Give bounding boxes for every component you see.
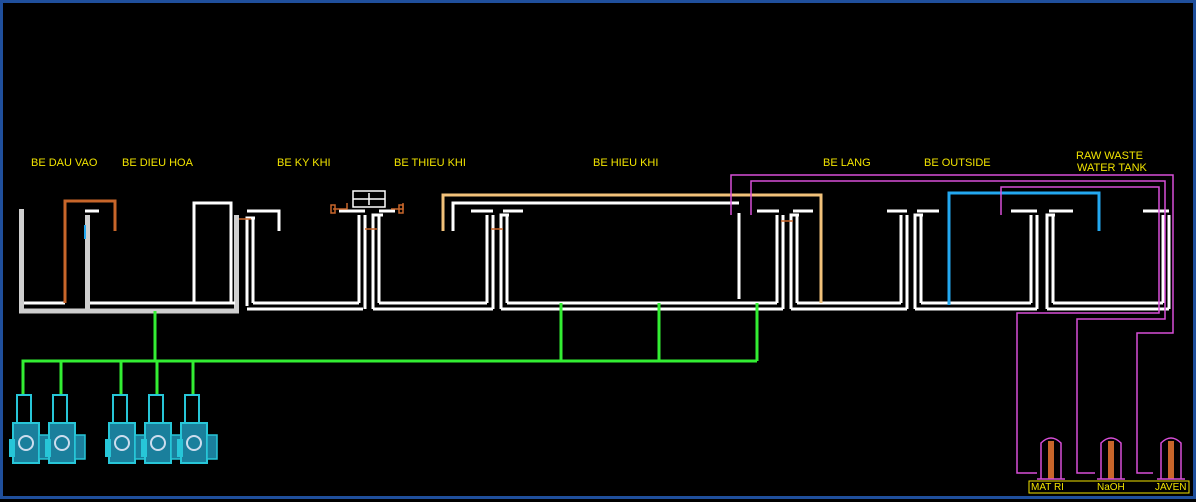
label-raw-waste: RAW WASTE	[1076, 150, 1143, 162]
tank-walls	[19, 201, 1171, 314]
blower-icon	[105, 394, 146, 464]
tan-pipe	[441, 193, 823, 303]
mixer-unit	[352, 190, 386, 208]
label-matri: MAT RI	[1031, 482, 1064, 493]
orange-pipe	[63, 199, 117, 303]
chemical-tank-naoh	[1097, 437, 1125, 480]
air-header	[21, 303, 759, 395]
blower-icon	[45, 394, 86, 464]
blower-icon	[141, 394, 182, 464]
label-be-thieu-khi: BE THIEU KHI	[394, 157, 466, 169]
blower-group	[9, 394, 218, 464]
label-be-hieu-khi: BE HIEU KHI	[593, 157, 658, 169]
label-naoh: NaOH	[1097, 482, 1125, 493]
label-be-outside: BE OUTSIDE	[924, 157, 991, 169]
label-be-ky-khi: BE KY KHI	[277, 157, 331, 169]
blower-icon	[9, 394, 50, 464]
magenta-chemical-lines	[730, 174, 1174, 474]
blue-pipe	[947, 191, 1101, 305]
orange-valves	[239, 203, 793, 230]
label-be-dau-vao: BE DAU VAO	[31, 157, 98, 169]
process-diagram: BE DAU VAO BE DIEU HOA BE KY KHI BE THIE…	[9, 150, 1190, 494]
label-be-lang: BE LANG	[823, 157, 871, 169]
label-water-tank: WATER TANK	[1077, 162, 1148, 174]
chemical-label-strip	[1028, 480, 1190, 494]
blower-icon	[177, 394, 218, 464]
label-javen: JAVEN	[1155, 482, 1187, 493]
chemical-tank-javen	[1157, 437, 1185, 480]
white-pipe	[451, 201, 739, 231]
label-be-dieu-hoa: BE DIEU HOA	[122, 157, 194, 169]
chemical-tank-matri	[1037, 437, 1065, 480]
